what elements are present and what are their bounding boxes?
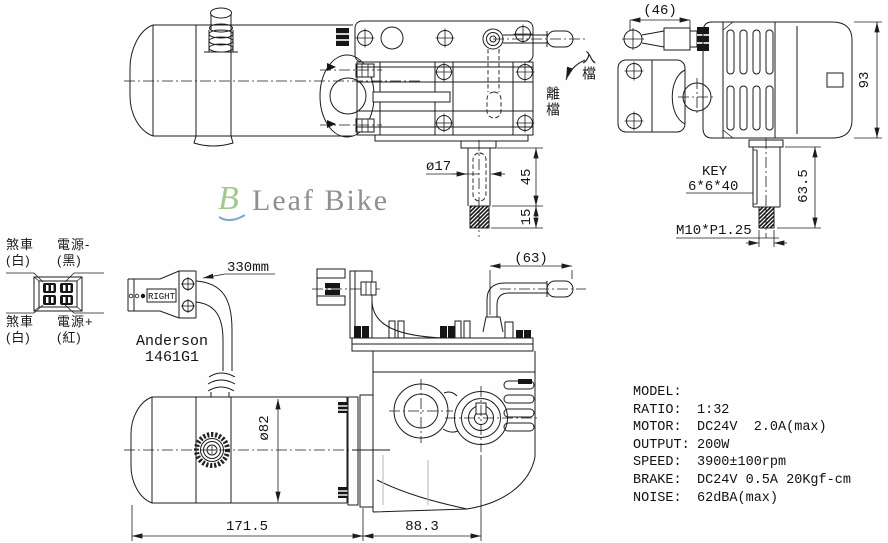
key-size: 6*6*40 <box>688 179 738 195</box>
thread-spec: M10*P1.25 <box>676 223 752 239</box>
spec-row-output: OUTPUT:200W <box>633 437 730 453</box>
plan-view-gearbox <box>354 20 588 237</box>
dim-45: 45 <box>519 169 535 186</box>
spec-row-motor: MOTOR:DC24V 2.0A(max) <box>633 420 827 436</box>
logo: B Leaf Bike <box>216 180 390 224</box>
dim-gearbox-length: 88.3 <box>405 519 439 535</box>
dim-shaft-diameter: ø17 <box>426 159 451 175</box>
spec-table: MODEL: RATIO:1:32 MOTOR:DC24V 2.0A(max) … <box>633 384 851 507</box>
bottom-view-dimensions: ø82 171.5 88.3 <box>131 399 482 541</box>
cable-gland <box>204 7 238 53</box>
bottom-view-motor <box>124 394 380 508</box>
connector-legend-drawing <box>6 272 104 314</box>
bottom-view-gearbox: (63) <box>312 251 586 513</box>
disengage-label: 離檔 <box>545 86 561 118</box>
shift-direction-arrow <box>565 59 586 81</box>
engage-label: 入檔 <box>581 50 597 82</box>
legend-power-neg: 電源- (黑) <box>57 237 91 268</box>
connector-pins <box>43 283 73 305</box>
dim-motor-diameter: ø82 <box>257 415 273 440</box>
dim-93: 93 <box>857 72 873 89</box>
right-tag: RIGHT <box>148 292 176 302</box>
leaf-logo-icon: B <box>216 180 248 224</box>
spec-row-noise: NOISE:62dBA(max) <box>633 490 779 506</box>
spec-row-brake: BRAKE:DC24V 0.5A 20Kgf-cm <box>633 472 851 488</box>
cable-length: 330mm <box>227 260 269 276</box>
legend-brake-bottom: 煞車 (白) <box>6 314 35 345</box>
plan-view-dimensions: ø17 45 15 <box>426 59 586 229</box>
spec-row-ratio: RATIO:1:32 <box>633 402 730 418</box>
key-label: KEY <box>702 164 728 180</box>
dim-motor-length: 171.5 <box>226 519 268 535</box>
spec-row-model: MODEL: <box>633 385 682 400</box>
spec-row-speed: SPEED:3900±100rpm <box>633 455 787 471</box>
legend-brake-top: 煞車 (白) <box>6 237 35 268</box>
side-view: (46) <box>617 3 882 247</box>
legend-power-pos: 電源+ (紅) <box>57 314 94 345</box>
logo-letter: B <box>218 180 239 217</box>
dim-46: (46) <box>643 3 677 19</box>
connector-model-label: Anderson 1461G1 <box>135 333 208 366</box>
brand-name: Leaf Bike <box>252 184 390 217</box>
dim-15: 15 <box>519 209 535 226</box>
cooling-slots <box>726 29 774 131</box>
dim-63-5: 63.5 <box>796 169 812 203</box>
dim-lever: (63) <box>514 251 548 267</box>
plan-view-motor <box>124 7 420 147</box>
bottom-view-connector: RIGHT 330mm <box>127 260 275 397</box>
